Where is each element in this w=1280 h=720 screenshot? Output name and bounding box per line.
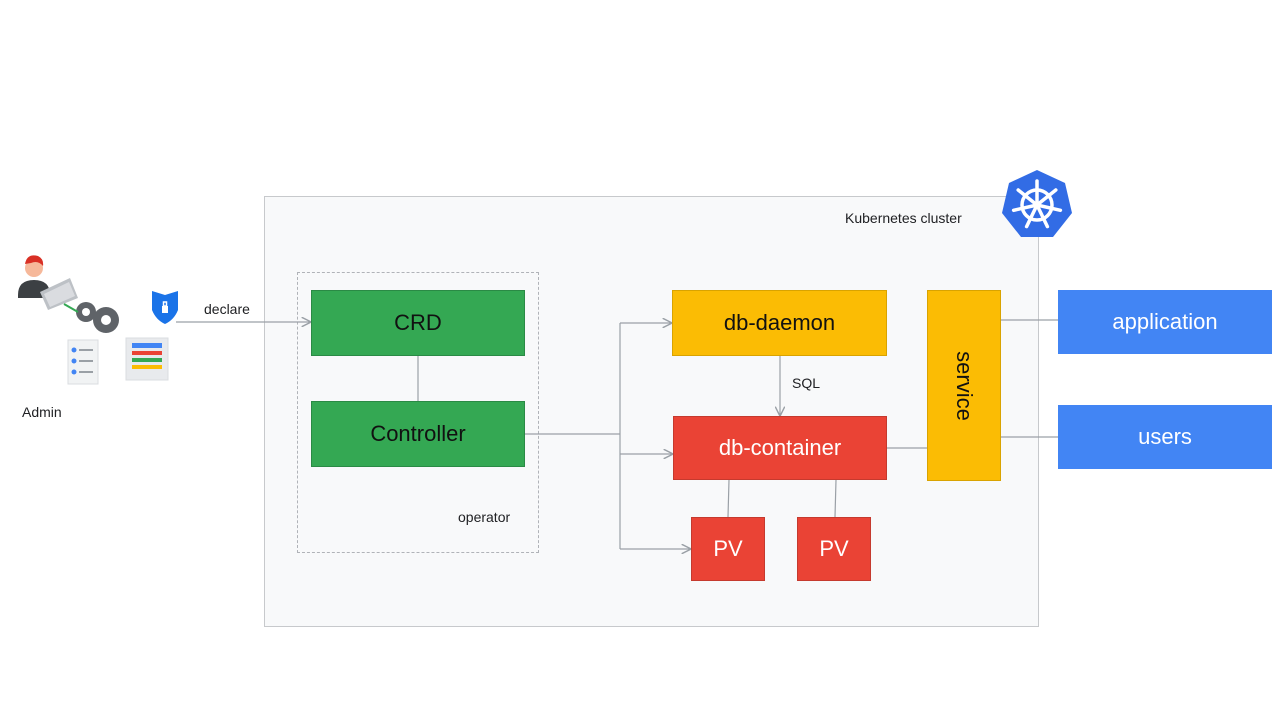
controller-label: Controller: [370, 421, 466, 446]
operator-label: operator: [458, 509, 511, 525]
controller-box: Controller: [311, 401, 525, 467]
service-box: service: [927, 290, 1001, 481]
application-label: application: [1112, 309, 1218, 334]
pv-box: PV: [691, 517, 765, 581]
crd-box: CRD: [311, 290, 525, 356]
pv-label: PV: [819, 536, 849, 561]
crd-label: CRD: [394, 310, 442, 335]
declare-label: declare: [204, 301, 250, 317]
sql-label: SQL: [792, 375, 821, 391]
users-box: users: [1058, 405, 1272, 469]
cluster-label: Kubernetes cluster: [845, 210, 962, 226]
laptop-icon: [40, 278, 78, 310]
gears-icon: [76, 302, 119, 333]
checklist-icon: [67, 339, 99, 385]
kubernetes-wheel-icon: [1002, 170, 1072, 237]
shield-icon: [152, 291, 178, 324]
db-daemon-label: db-daemon: [723, 310, 836, 335]
db-daemon-box: db-daemon: [672, 290, 887, 356]
admin-illustration: [18, 255, 178, 385]
db-container-label: db-container: [718, 435, 842, 460]
db-container-box: db-container: [673, 416, 887, 480]
admin-label: Admin: [22, 404, 62, 420]
pv-label: PV: [713, 536, 743, 561]
config-stack-icon: [125, 337, 169, 381]
operator-group: [297, 272, 539, 553]
service-label: service: [952, 350, 977, 421]
application-box: application: [1058, 290, 1272, 354]
pv-box: PV: [797, 517, 871, 581]
users-label: users: [1138, 424, 1192, 449]
